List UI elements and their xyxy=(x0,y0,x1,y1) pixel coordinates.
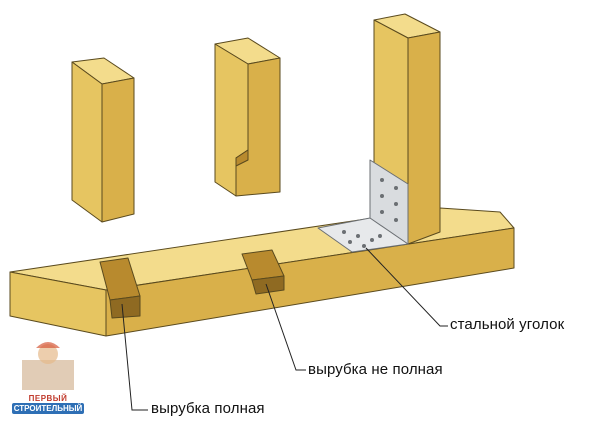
steel-corner-bracket xyxy=(317,159,409,253)
label-partial-notch: вырубка не полная xyxy=(308,361,443,378)
logo-text-bottom: СТРОИТЕЛЬНЫЙ xyxy=(12,403,84,414)
notch-partial xyxy=(241,249,285,295)
post-left xyxy=(71,57,135,223)
leader-corner xyxy=(365,247,448,327)
leader-lines xyxy=(121,247,448,411)
brand-logo: ПЕРВЫЙ СТРОИТЕЛЬНЫЙ xyxy=(12,334,84,420)
label-full-notch: вырубка полная xyxy=(151,400,265,417)
label-steel-corner: стальной уголок xyxy=(450,316,565,333)
notch-full xyxy=(99,257,141,319)
builder-icon xyxy=(22,342,74,390)
logo-text-top: ПЕРВЫЙ xyxy=(28,394,68,403)
leader-partial xyxy=(265,283,306,371)
post-middle xyxy=(214,37,281,197)
leader-full xyxy=(121,303,148,411)
